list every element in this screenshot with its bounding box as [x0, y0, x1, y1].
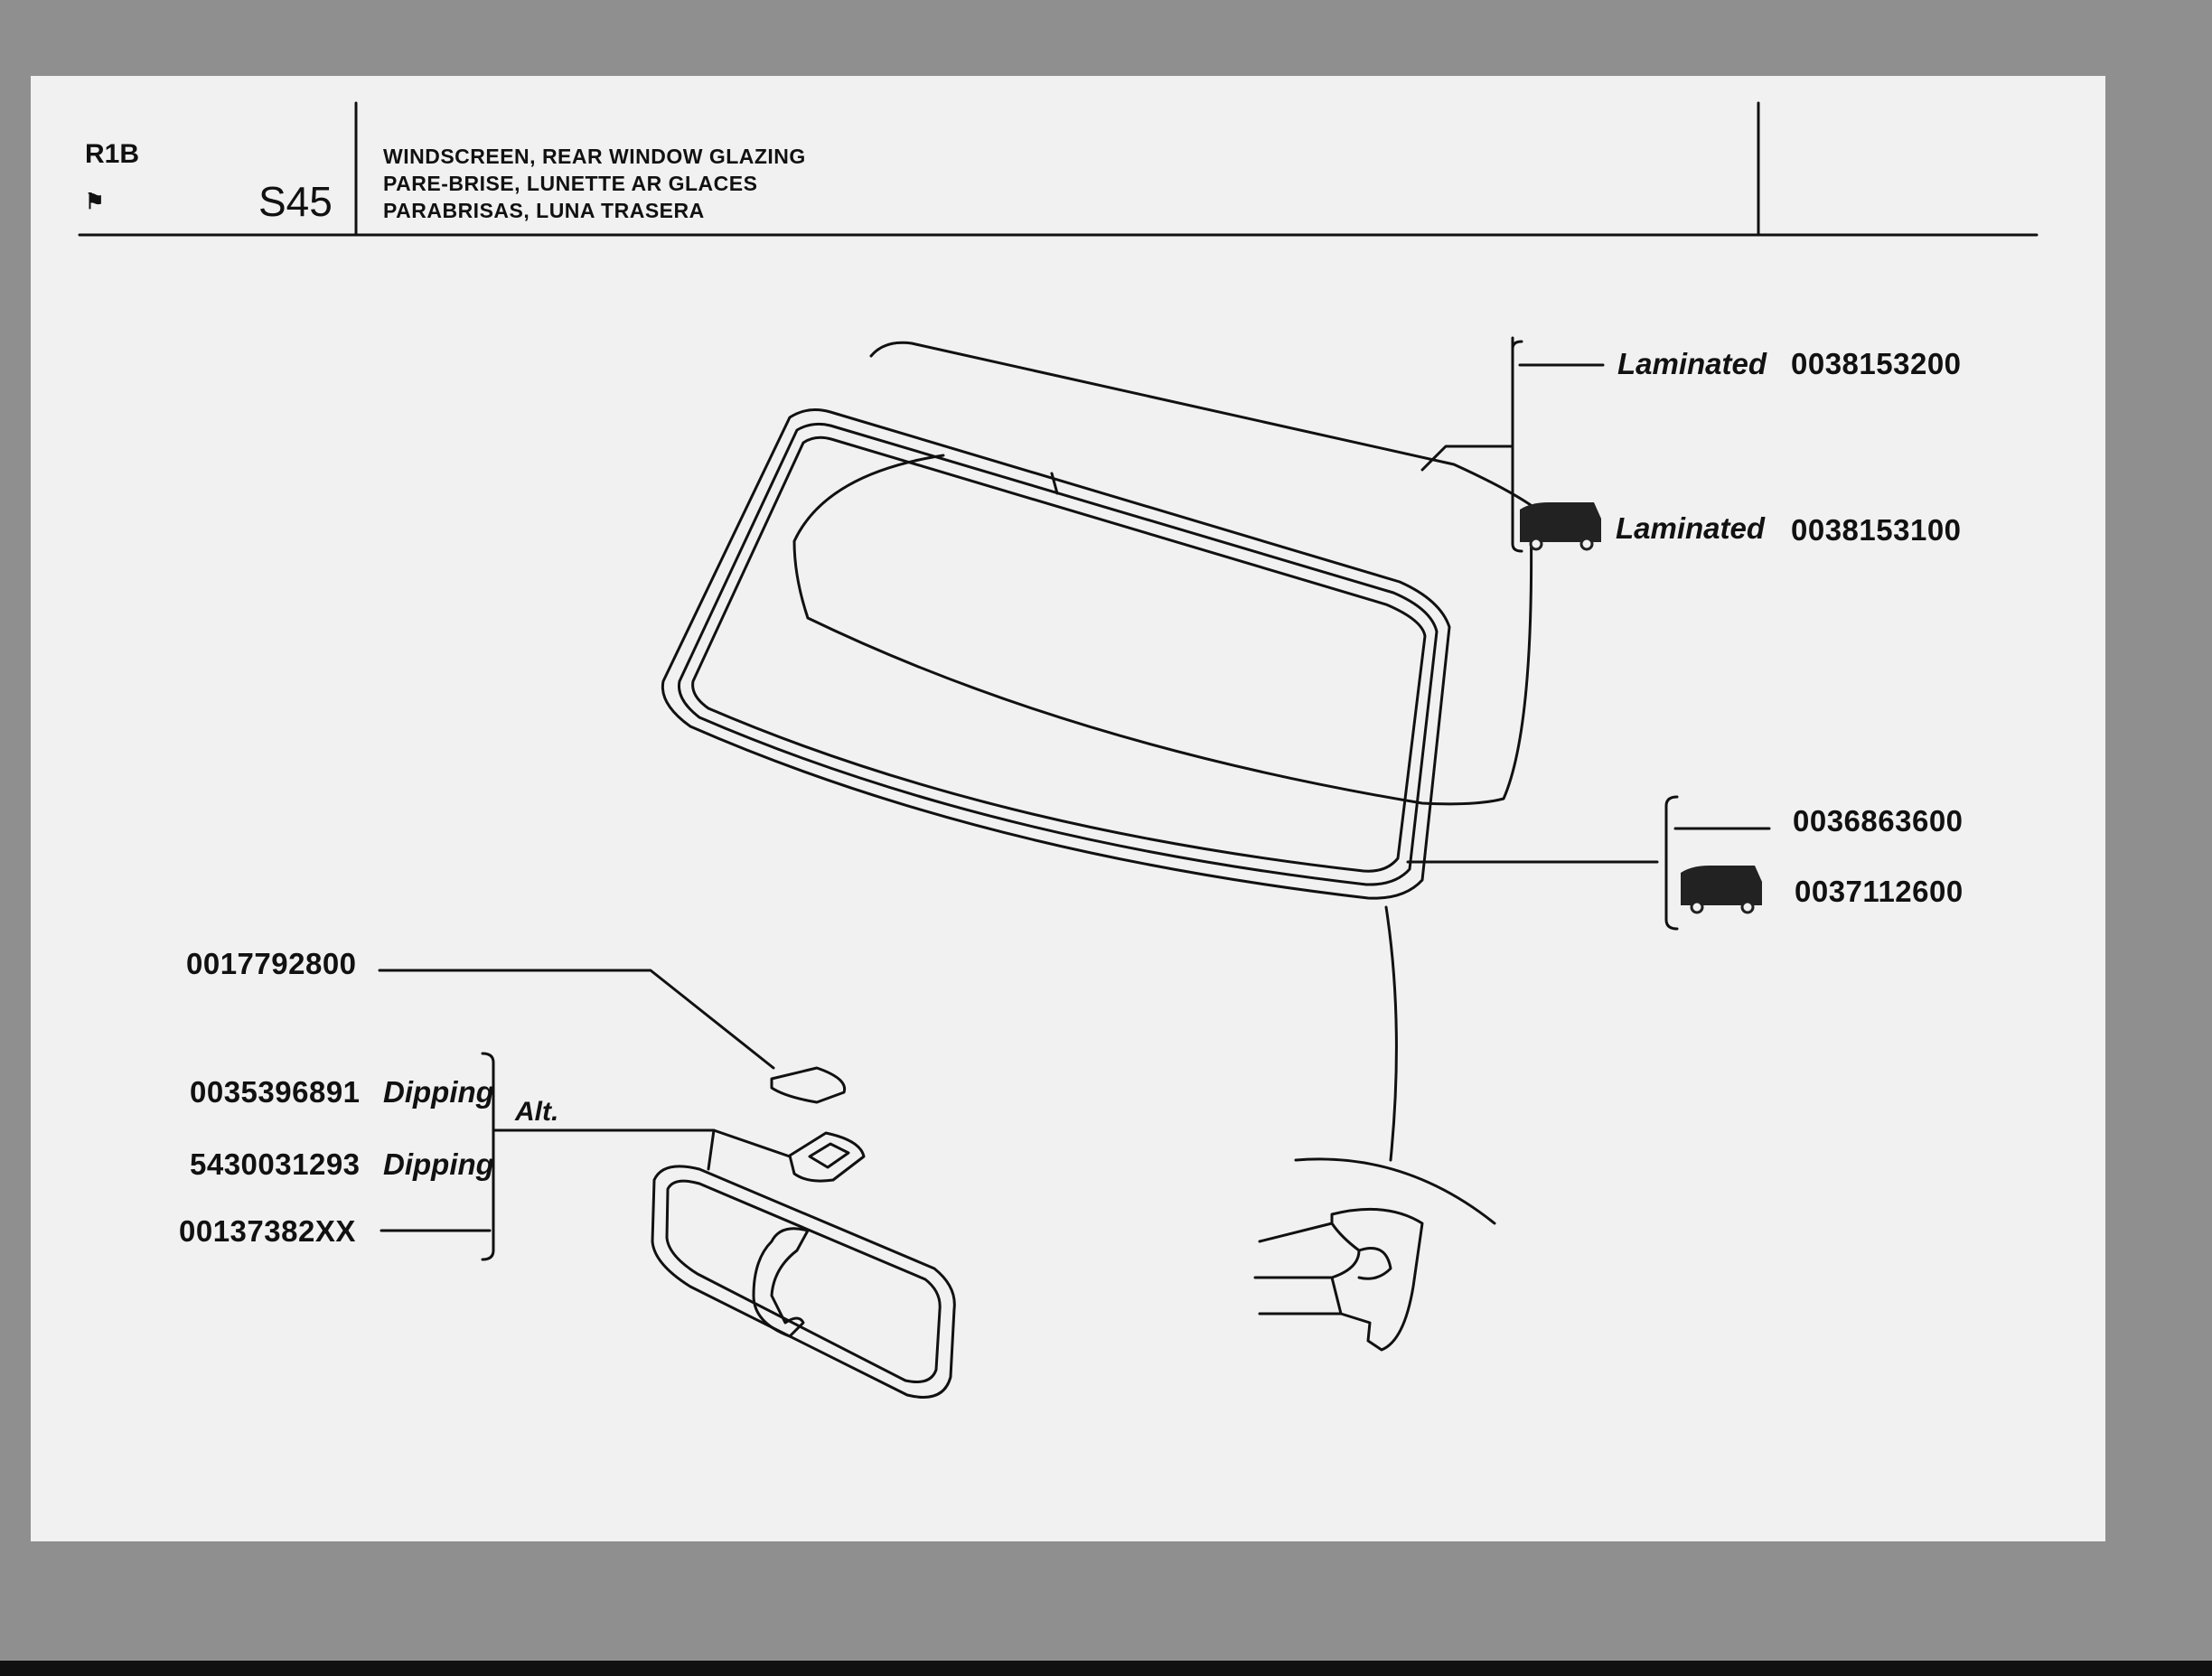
- part-note: Laminated: [1616, 511, 1766, 545]
- part-note: Dipping: [383, 1147, 494, 1181]
- seal-section-groove: [1357, 1247, 1392, 1280]
- bracket-windscreen: [1511, 340, 1523, 553]
- windscreen-seal-frame-groove: [691, 435, 1427, 873]
- mirror-mount: [788, 1131, 866, 1183]
- catalog-sheet: R1B ⚑ S45 WINDSCREEN, REAR WINDOW GLAZIN…: [31, 76, 2105, 1541]
- seal-hatch-lines: [1253, 1222, 1343, 1316]
- body-panel-edge: [1294, 1157, 1496, 1225]
- title-en: WINDSCREEN, REAR WINDOW GLAZING: [383, 145, 806, 168]
- bracket-seal: [1664, 795, 1679, 931]
- exploded-diagram: [78, 101, 2039, 1399]
- bottom-border: [0, 1661, 2212, 1676]
- windscreen-seal-frame: [661, 408, 1451, 900]
- alt-label: Alt.: [515, 1097, 559, 1127]
- part-number: 0036863600: [1793, 804, 1964, 838]
- van-icon: [1520, 502, 1601, 551]
- part-number: 0038153100: [1791, 513, 1962, 547]
- mirror-stem: [752, 1227, 810, 1338]
- part-number: 0035396891: [190, 1075, 361, 1109]
- part-number: 0017792800: [186, 947, 357, 980]
- seal-cross-section: [1330, 1207, 1424, 1352]
- leader-mirror-mount: [492, 1128, 792, 1158]
- part-note: Laminated: [1617, 347, 1767, 380]
- mirror-base-pad: [770, 1066, 847, 1104]
- seal-joint: [1050, 472, 1059, 495]
- title-fr: PARE-BRISE, LUNETTE AR GLACES: [383, 172, 758, 195]
- rear-view-mirror: [651, 1165, 956, 1399]
- part-number: 5430031293: [190, 1147, 361, 1181]
- bracket-mirror-options: [481, 1052, 495, 1261]
- windscreen-seal-frame-inner: [677, 422, 1439, 886]
- title-es: PARABRISAS, LUNA TRASERA: [383, 199, 705, 222]
- van-icon: [1681, 866, 1762, 914]
- leader-mirror-base: [378, 969, 775, 1070]
- leader-windscreen: [1420, 336, 1514, 472]
- part-note: Dipping: [383, 1075, 494, 1109]
- leader-mirror: [707, 1128, 716, 1171]
- rear-view-mirror-glass: [665, 1179, 942, 1383]
- leader-seal-section: [1384, 905, 1398, 1162]
- mirror-mount-slot: [808, 1142, 850, 1169]
- part-number: 0037112600: [1795, 875, 1964, 908]
- flag-icon: ⚑: [85, 190, 105, 214]
- section-code: S45: [258, 178, 333, 225]
- model-code: R1B: [85, 139, 140, 169]
- part-number: 0038153200: [1791, 347, 1962, 380]
- part-number: 00137382XX: [179, 1214, 356, 1248]
- windscreen-glass-outline: [792, 341, 1533, 806]
